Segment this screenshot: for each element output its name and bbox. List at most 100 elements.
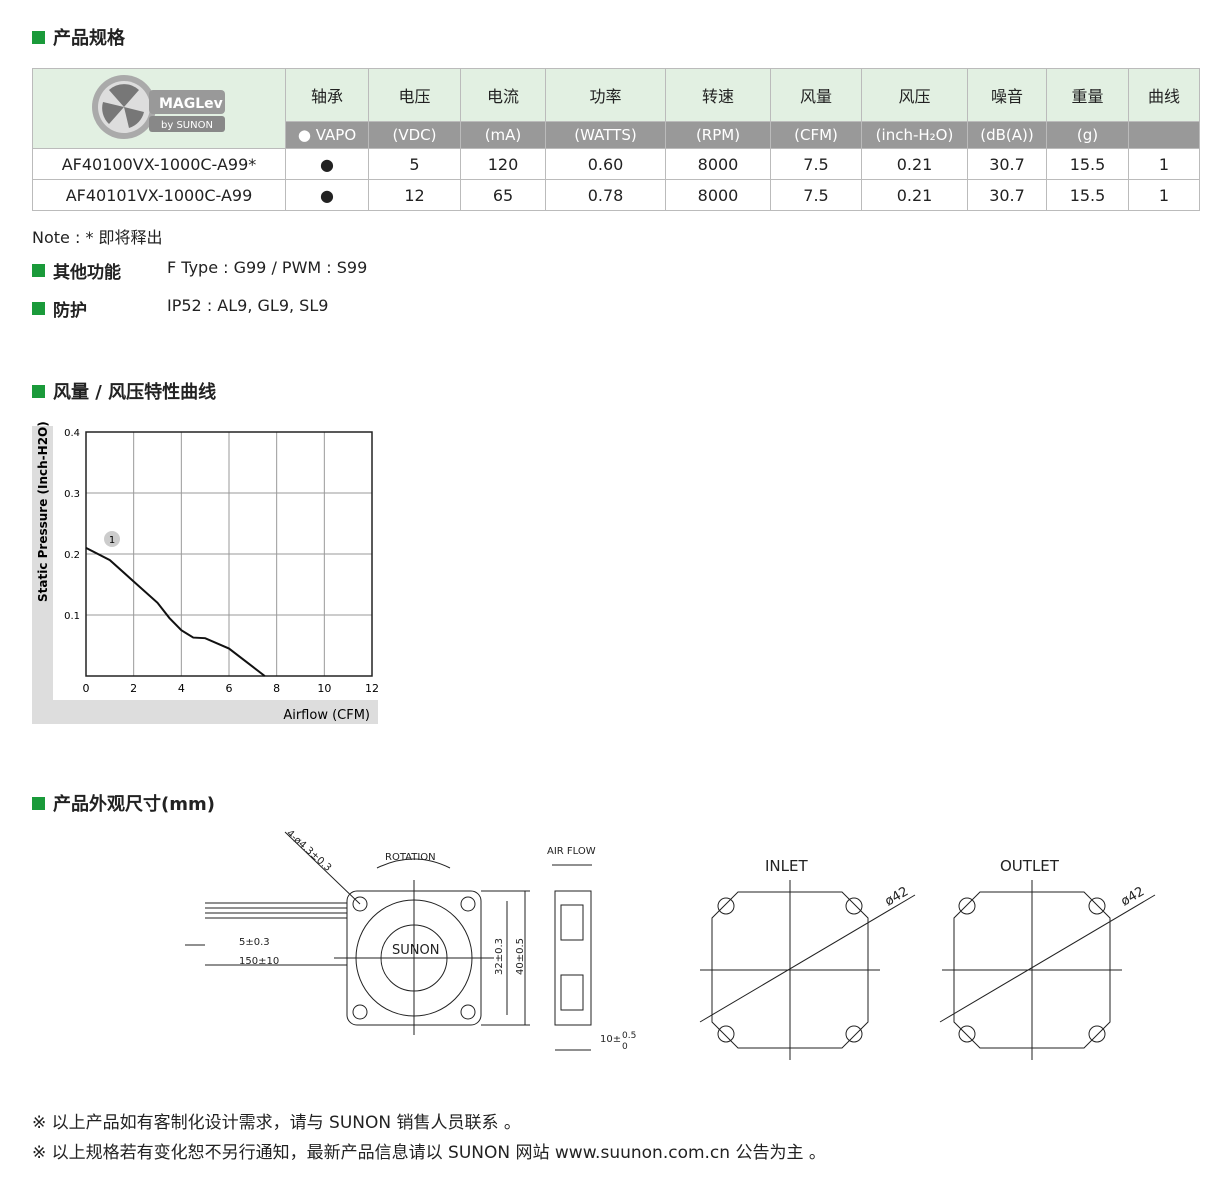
unit: (g) <box>1046 121 1129 149</box>
y-axis-label: Static Pressure (Inch-H2O) <box>36 421 50 602</box>
y-tick-label: 0.3 <box>64 489 80 500</box>
cell: 15.5 <box>1046 148 1129 180</box>
spec-table: MAGLev by SUNON 轴承 电压 电流 功率 转速 风量 风压 噪音 重… <box>32 68 1200 211</box>
outlet-label: OUTLET <box>1000 857 1060 875</box>
footer-note: ※ 以上产品如有客制化设计需求，请与 SUNON 销售人员联系 。 <box>32 1113 521 1133</box>
x-tick-label: 4 <box>178 682 185 695</box>
col-airflow: 风量 <box>770 68 862 122</box>
section-title: 产品规格 <box>53 28 125 49</box>
bullet-square <box>32 302 45 315</box>
model: AF40101VX-1000C-A99 <box>32 179 286 211</box>
cell: 7.5 <box>770 148 862 180</box>
series-marker-1 <box>104 531 120 547</box>
section-specs: 产品规格 <box>32 24 125 50</box>
other-value: F Type : G99 / PWM : S99 <box>167 258 368 277</box>
cell: 15.5 <box>1046 179 1129 211</box>
cell: 30.7 <box>967 148 1047 180</box>
note: Note : * 即将释出 <box>32 228 163 247</box>
section-title: 风量 / 风压特性曲线 <box>53 382 217 403</box>
hole-dim: 4-ø4.3±0.3 <box>284 828 333 874</box>
y-tick-label: 0.4 <box>64 428 80 439</box>
dim-5: 5±0.3 <box>239 937 270 948</box>
rotation-label: ROTATION <box>385 852 436 863</box>
pq-chart: 0 2 4 6 8 10 12 0.1 0.2 0.3 0.4 1 Airflow (CFM) St… <box>32 421 379 724</box>
cell: 5 <box>368 148 461 180</box>
cell: 0.60 <box>545 148 666 180</box>
inlet-label: INLET <box>765 857 808 875</box>
unit: ● VAPO <box>285 121 369 149</box>
y-tick-label: 0.2 <box>64 550 80 561</box>
outlet-view <box>939 880 1156 1060</box>
cell: 120 <box>460 148 546 180</box>
col-noise: 噪音 <box>967 68 1047 122</box>
dim-150: 150±10 <box>239 956 279 967</box>
dim-32: 32±0.3 <box>494 938 505 975</box>
dim-10-upper: 0.5 <box>622 1031 636 1041</box>
section-title: 其他功能 <box>53 263 121 283</box>
unit: (RPM) <box>665 121 771 149</box>
bullet-square <box>32 30 45 44</box>
section-curve: 风量 / 风压特性曲线 <box>32 378 216 404</box>
bullet-square <box>32 264 45 277</box>
svg-text:MAGLev: MAGLev <box>159 96 223 112</box>
x-tick-label: 12 <box>365 682 379 695</box>
y-tick-label: 0.1 <box>64 611 80 622</box>
outlet-diameter: ø42 <box>1119 884 1148 909</box>
cell: 1 <box>1128 179 1200 211</box>
series-line-1 <box>85 547 266 677</box>
cell: 8000 <box>665 179 771 211</box>
x-tick-label: 0 <box>83 682 90 695</box>
front-view <box>185 831 592 1051</box>
series-label: 1 <box>109 535 115 546</box>
section-title: 防护 <box>53 301 87 321</box>
dim-10: 10± <box>600 1034 621 1045</box>
unit: (inch-H₂O) <box>861 121 968 149</box>
cell: 0.21 <box>861 148 968 180</box>
cell: 8000 <box>665 148 771 180</box>
dimension-drawing: 4-ø4.3±0.3 ROTATION AIR FLOW SUNON 5±0.3… <box>185 828 1156 1060</box>
x-tick-label: 6 <box>226 682 233 695</box>
col-current: 电流 <box>460 68 546 122</box>
cell: 30.7 <box>967 179 1047 211</box>
section-other: 其他功能 <box>32 258 121 283</box>
protect-value: IP52 : AL9, GL9, SL9 <box>167 296 329 315</box>
header-row: MAGLev by SUNON 轴承 电压 电流 功率 转速 风量 风压 噪音 重… <box>32 68 1200 149</box>
cell: 1 <box>1128 148 1200 180</box>
brand-label: SUNON <box>392 943 439 958</box>
cell: 12 <box>368 179 461 211</box>
col-bearing: 轴承 <box>285 68 369 122</box>
maglev-logo: MAGLev by SUNON <box>32 68 286 149</box>
unit: (CFM) <box>770 121 862 149</box>
col-weight: 重量 <box>1046 68 1129 122</box>
svg-text:by SUNON: by SUNON <box>161 120 213 131</box>
unit: (dB(A)) <box>967 121 1047 149</box>
unit: (mA) <box>460 121 546 149</box>
cell: 0.21 <box>861 179 968 211</box>
airflow-label: AIR FLOW <box>547 846 596 857</box>
x-tick-label: 2 <box>130 682 137 695</box>
section-title: 产品外观尺寸(mm) <box>53 794 215 815</box>
section-protect: 防护 <box>32 296 87 321</box>
x-tick-label: 8 <box>273 682 280 695</box>
col-speed: 转速 <box>665 68 771 122</box>
col-pressure: 风压 <box>861 68 968 122</box>
x-axis-label: Airflow (CFM) <box>283 708 370 723</box>
cell: 65 <box>460 179 546 211</box>
dim-10-lower: 0 <box>622 1042 628 1052</box>
x-tick-label: 10 <box>317 682 331 695</box>
col-power: 功率 <box>545 68 666 122</box>
inlet-view <box>699 880 916 1060</box>
bullet-square <box>32 796 45 810</box>
bullet-square <box>32 384 45 398</box>
unit: (WATTS) <box>545 121 666 149</box>
unit <box>1128 121 1200 149</box>
col-voltage: 电压 <box>368 68 461 122</box>
col-curve: 曲线 <box>1128 68 1200 122</box>
cell: 0.78 <box>545 179 666 211</box>
cell: 7.5 <box>770 179 862 211</box>
section-dims: 产品外观尺寸(mm) <box>32 790 215 816</box>
footer-note: ※ 以上规格若有变化恕不另行通知，最新产品信息请以 SUNON 网站 www.s… <box>32 1143 826 1163</box>
